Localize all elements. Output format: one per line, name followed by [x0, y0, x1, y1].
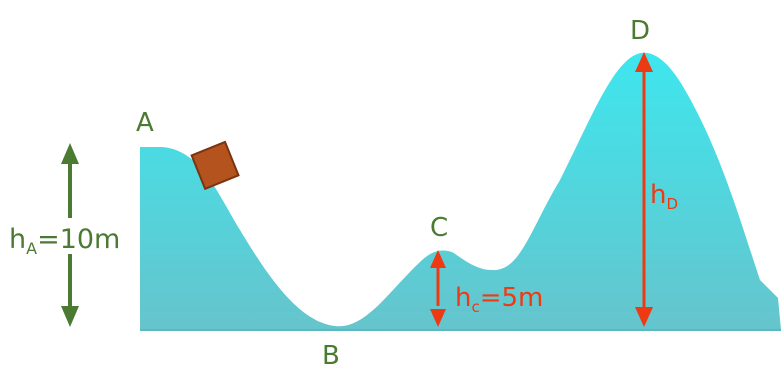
point-d-label: D: [630, 16, 650, 46]
h-d-base: h: [650, 180, 666, 210]
h-c-base: h: [455, 283, 471, 313]
h-c-sub: c: [471, 298, 479, 316]
h-d-label: hD: [650, 180, 678, 213]
h-a-sub: A: [26, 239, 37, 258]
point-b-label: B: [322, 341, 340, 371]
h-d-sub: D: [666, 195, 678, 213]
point-a-label: A: [136, 108, 154, 138]
point-c-label: C: [430, 213, 448, 243]
h-a-arrow: [61, 143, 79, 327]
terrain: [140, 52, 781, 330]
block-icon: [190, 140, 240, 191]
h-d-arrow: [635, 52, 653, 327]
h-c-label: hc=5m: [455, 283, 543, 316]
h-a-value: =10m: [37, 224, 120, 255]
h-a-label: hA=10m: [9, 224, 120, 258]
h-a-base: h: [9, 224, 26, 255]
h-c-arrow: [430, 250, 446, 327]
h-c-value: =5m: [480, 283, 544, 313]
